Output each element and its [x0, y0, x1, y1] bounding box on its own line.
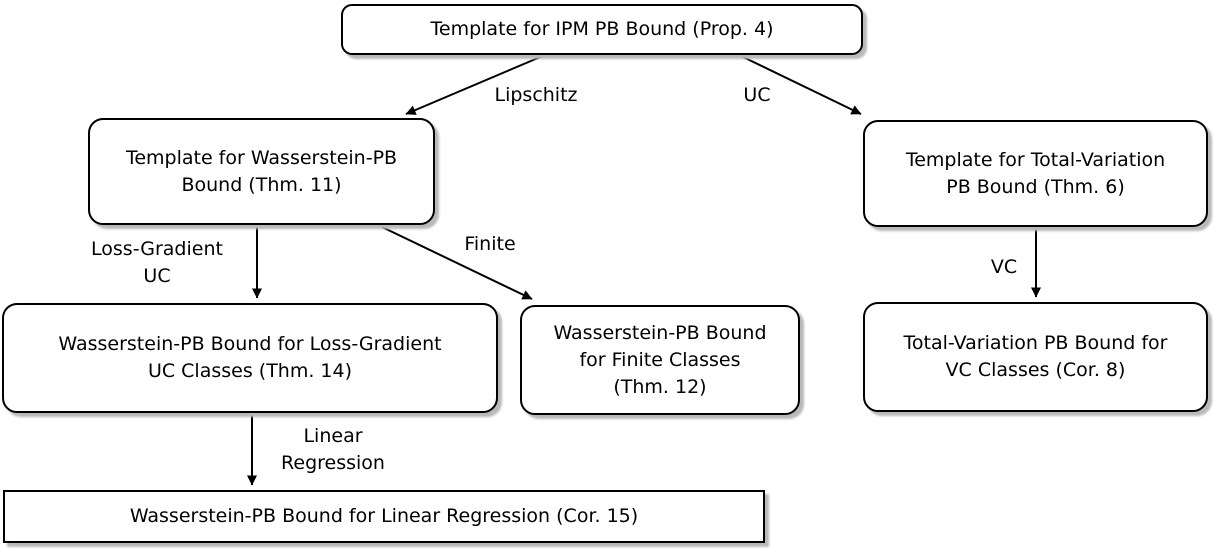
node-ipm-template-label: Template for IPM PB Bound (Prop. 4) — [430, 18, 774, 40]
node-wasserstein-template-label: Template for Wasserstein-PB Bound (Thm. … — [125, 146, 398, 196]
node-wasserstein-loss-gradient-label: Wasserstein-PB Bound for Loss-Gradient U… — [58, 333, 442, 382]
node-wasserstein-finite-label: Wasserstein-PB Bound for Finite Classes … — [553, 321, 767, 398]
node-wasserstein-linear-regression: Wasserstein-PB Bound for Linear Regressi… — [3, 490, 765, 543]
node-total-variation-template: Template for Total-Variation PB Bound (T… — [863, 120, 1208, 227]
node-total-variation-template-label: Template for Total-Variation PB Bound (T… — [905, 148, 1166, 198]
edge-label-lipschitz: Lipschitz — [494, 84, 578, 106]
node-total-variation-vc-label: Total-Variation PB Bound for VC Classes … — [903, 332, 1168, 381]
edge-label-uc: UC — [743, 84, 771, 106]
edge-label-vc: VC — [990, 256, 1018, 278]
node-total-variation-vc: Total-Variation PB Bound for VC Classes … — [863, 302, 1208, 412]
node-ipm-template: Template for IPM PB Bound (Prop. 4) — [341, 4, 863, 55]
edge-label-linear-regression: Linear Regression — [281, 425, 385, 474]
edge-label-finite: Finite — [464, 233, 516, 255]
edge-label-loss-gradient-uc: Loss-Gradient UC — [91, 238, 223, 287]
node-wasserstein-linear-regression-label: Wasserstein-PB Bound for Linear Regressi… — [129, 505, 639, 527]
node-wasserstein-finite: Wasserstein-PB Bound for Finite Classes … — [520, 305, 800, 415]
node-wasserstein-loss-gradient: Wasserstein-PB Bound for Loss-Gradient U… — [2, 303, 498, 413]
node-wasserstein-template: Template for Wasserstein-PB Bound (Thm. … — [88, 118, 435, 225]
